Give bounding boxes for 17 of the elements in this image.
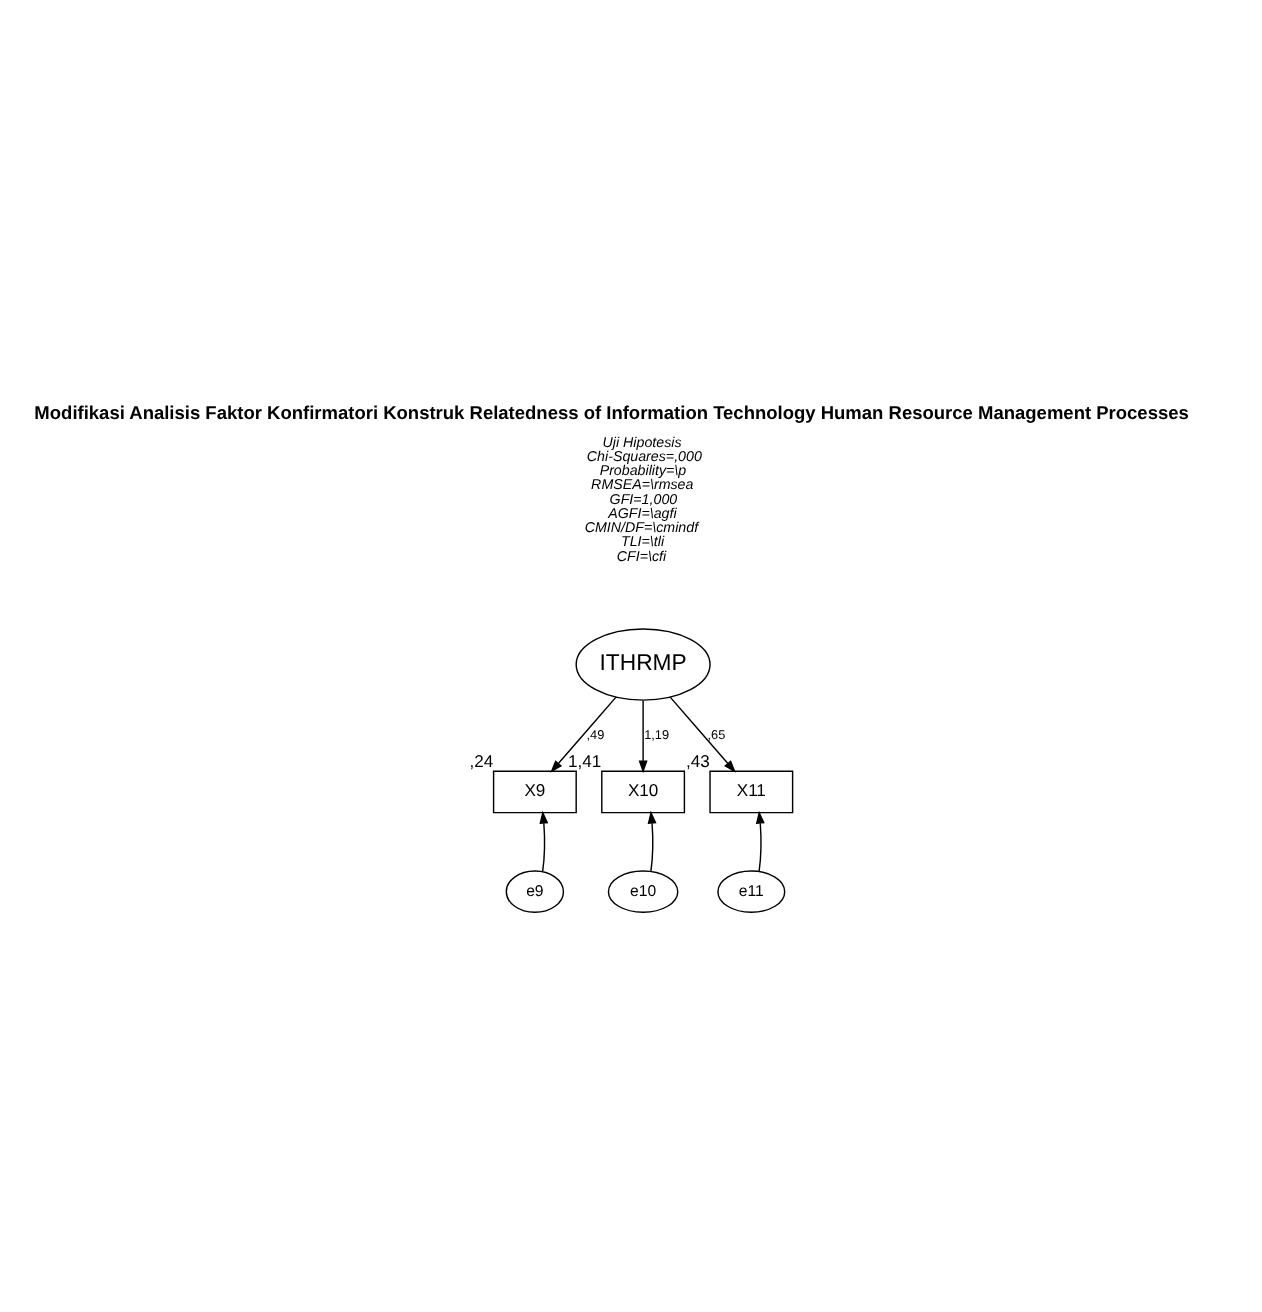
arrow bbox=[669, 696, 736, 773]
node-box: X11 bbox=[709, 770, 794, 814]
arrow bbox=[550, 696, 617, 773]
node-ellipse: e10 bbox=[607, 870, 679, 913]
node-ellipse: ITHRMP bbox=[575, 628, 711, 701]
node-box: X9 bbox=[492, 770, 577, 814]
node-ellipse: e11 bbox=[717, 870, 786, 913]
arrow bbox=[755, 810, 765, 873]
diagram-title: Modifikasi Analisis Faktor Konfirmatori Konstruk Relatedness of Information Technology Human Resource Management Processes bbox=[34, 402, 1189, 423]
node-label: 1,41 bbox=[568, 750, 602, 771]
node-ellipse: e9 bbox=[505, 870, 565, 913]
node-label: ,43 bbox=[686, 750, 710, 771]
arrow bbox=[638, 699, 648, 774]
node-box: X10 bbox=[601, 770, 686, 814]
node-label: ,24 bbox=[469, 750, 494, 771]
arrow bbox=[539, 810, 549, 873]
arrow bbox=[647, 810, 657, 873]
